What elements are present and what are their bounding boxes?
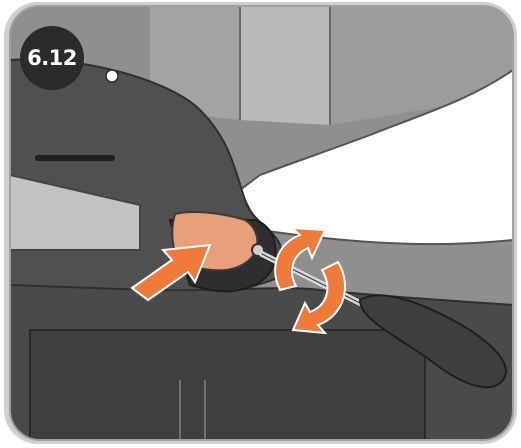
lower-panel: [30, 330, 425, 440]
step-label: 6.12: [27, 46, 77, 70]
step-badge: 6.12: [20, 26, 84, 90]
housing-slot: [35, 155, 115, 161]
upper-panel-mid: [240, 6, 330, 125]
housing-hole: [106, 70, 118, 82]
